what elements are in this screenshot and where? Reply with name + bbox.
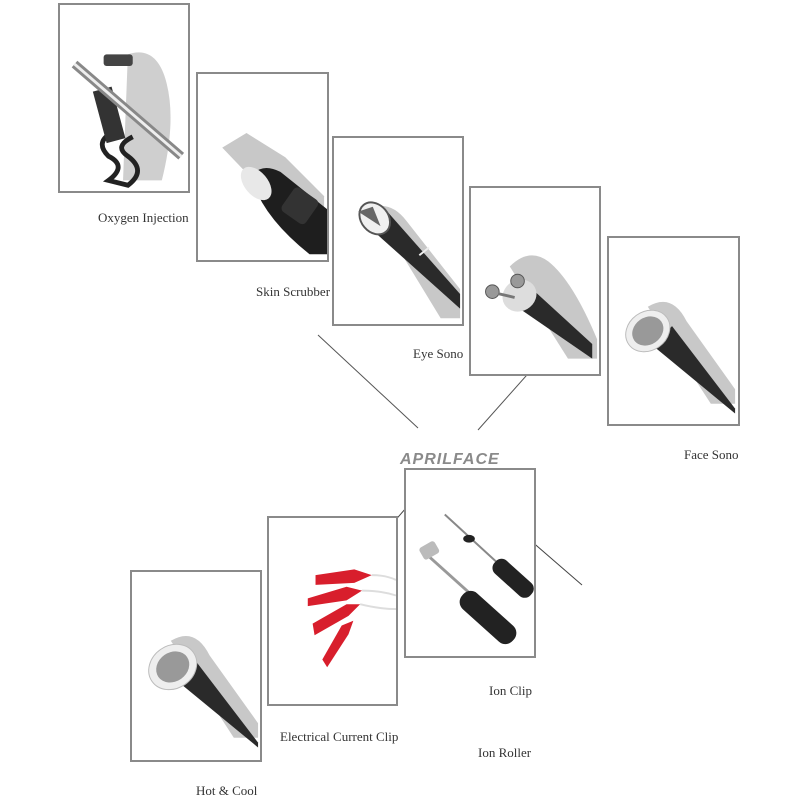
product-label-eye-sono: Eye Sono	[413, 346, 464, 361]
double-ball-roller-icon	[485, 255, 598, 359]
scrubber-handpiece-icon	[222, 133, 327, 255]
product-label-electrical-current-clip: Electrical Current Clip	[280, 729, 399, 744]
product-frame-eye-sono	[332, 136, 464, 326]
eye-sono-probe-icon	[358, 201, 461, 319]
product-label-skin-scrubber: Skin Scrubber	[256, 284, 331, 299]
hot-cool-probe-icon	[148, 635, 259, 748]
product-frame-electrical-current-clip	[267, 516, 398, 706]
product-label-ion-clip: Ion Clip	[489, 683, 532, 698]
product-frame-eye-roller	[469, 186, 601, 376]
product-frame-face-sono	[607, 236, 740, 426]
ion-roller-probe-icon	[419, 541, 440, 560]
product-frame-oxygen-injection	[58, 3, 190, 193]
brand-logo: APRILFACE	[400, 451, 500, 468]
ion-clip-probe-icon	[419, 513, 534, 645]
product-label-oxygen-injection: Oxygen Injection	[98, 210, 189, 225]
airbrush-pen-icon	[71, 52, 185, 188]
product-label-face-sono: Face Sono	[684, 447, 739, 462]
alligator-clip-icon	[307, 569, 396, 668]
product-frame-ion-clip-roller	[404, 468, 536, 658]
face-sono-probe-icon	[625, 301, 736, 414]
product-label-hot-cool: Hot & Cool	[196, 783, 258, 798]
product-label-ion-roller: Ion Roller	[478, 745, 532, 760]
product-frame-hot-cool	[130, 570, 262, 762]
product-frame-skin-scrubber	[196, 72, 329, 262]
